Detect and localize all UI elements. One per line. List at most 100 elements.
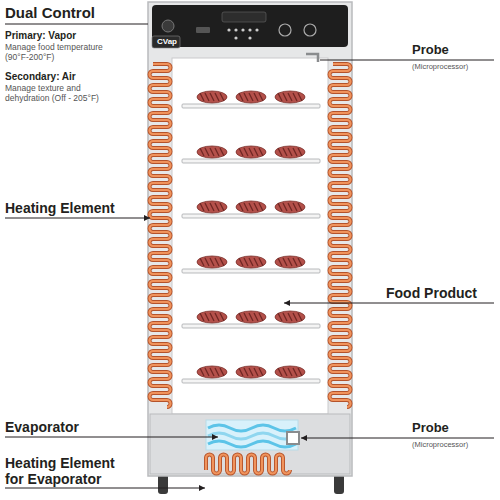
leader-line	[5, 488, 205, 489]
grill-mark	[239, 93, 243, 101]
part-name: Probe	[412, 43, 492, 58]
grill-mark	[205, 258, 209, 266]
leader-line	[301, 438, 494, 439]
grill-mark	[210, 148, 214, 156]
grill-mark	[288, 148, 292, 156]
panel-display	[222, 12, 266, 22]
grill-mark	[278, 93, 282, 101]
grill-mark	[298, 148, 302, 156]
heating-coil	[206, 455, 290, 474]
grill-mark	[239, 368, 243, 376]
steak	[197, 311, 227, 323]
grill-mark	[278, 313, 282, 321]
grill-mark	[298, 313, 302, 321]
leader-arrow	[212, 434, 218, 440]
leader-line	[5, 24, 148, 25]
grill-mark	[249, 203, 253, 211]
grill-mark	[254, 368, 258, 376]
grill-mark	[220, 93, 224, 101]
grill-mark	[259, 313, 263, 321]
grill-mark	[220, 203, 224, 211]
bottom-compartment	[150, 414, 350, 474]
grill-mark	[205, 93, 209, 101]
grill-mark	[244, 203, 248, 211]
grill-mark	[298, 203, 302, 211]
grill-mark	[259, 93, 263, 101]
grill-mark	[200, 148, 204, 156]
steak	[236, 366, 266, 378]
part-name: Evaporator	[5, 419, 145, 435]
shelf	[182, 104, 320, 108]
grill-mark	[259, 258, 263, 266]
grill-mark	[244, 313, 248, 321]
generated-strokes	[150, 64, 351, 474]
grill-mark	[298, 368, 302, 376]
shelf	[182, 214, 320, 218]
grill-mark	[293, 93, 297, 101]
callout-subheading: Secondary: Air	[5, 71, 145, 83]
grill-mark	[288, 93, 292, 101]
callout-note: Manage food temperature (90°F-200°F)	[5, 43, 127, 63]
grill-mark	[293, 258, 297, 266]
leader-arrow	[144, 215, 150, 221]
heating-coil	[330, 64, 351, 407]
grill-mark	[210, 368, 214, 376]
shelf	[182, 324, 320, 328]
grill-mark	[278, 368, 282, 376]
leader-line	[320, 60, 494, 61]
steak	[275, 311, 305, 323]
grill-mark	[220, 368, 224, 376]
grill-mark	[259, 368, 263, 376]
steak	[275, 366, 305, 378]
grill-mark	[239, 148, 243, 156]
steak	[197, 201, 227, 213]
grill-mark	[293, 368, 297, 376]
cabinet-body	[148, 2, 352, 476]
part-note: (Microprocessor)	[412, 441, 497, 450]
part-name: Probe	[412, 421, 492, 436]
part-name: Heating Element for Evaporator	[5, 455, 137, 487]
brand-name: CVap	[154, 37, 180, 47]
leader-line	[284, 303, 494, 304]
leader-arrow	[301, 435, 307, 441]
panel-dial	[304, 24, 316, 36]
grill-mark	[278, 203, 282, 211]
steak	[275, 91, 305, 103]
grill-mark	[205, 368, 209, 376]
leader-arrow	[284, 300, 290, 306]
probe-sensor	[306, 54, 318, 62]
grill-mark	[293, 148, 297, 156]
water-wave	[208, 433, 296, 439]
evaporator-tank	[206, 420, 298, 450]
grill-mark	[215, 203, 219, 211]
grill-mark	[205, 148, 209, 156]
panel-knob	[162, 20, 174, 32]
grill-mark	[215, 148, 219, 156]
steak	[275, 201, 305, 213]
grill-mark	[254, 203, 258, 211]
steak	[236, 201, 266, 213]
cabinet-leg	[158, 474, 168, 494]
water-wave	[208, 425, 296, 431]
leader-arrow	[199, 485, 205, 491]
heating-coil	[150, 64, 171, 407]
steak	[197, 91, 227, 103]
grill-mark	[288, 258, 292, 266]
shelf	[182, 159, 320, 163]
grill-mark	[278, 258, 282, 266]
steak	[236, 256, 266, 268]
steak	[197, 256, 227, 268]
grill-mark	[283, 258, 287, 266]
grill-mark	[220, 148, 224, 156]
grill-mark	[293, 203, 297, 211]
grill-mark	[210, 313, 214, 321]
grill-mark	[205, 203, 209, 211]
grill-mark	[239, 203, 243, 211]
grill-mark	[200, 368, 204, 376]
grill-mark	[249, 258, 253, 266]
steak	[236, 91, 266, 103]
grill-mark	[249, 313, 253, 321]
grill-mark	[239, 258, 243, 266]
grill-mark	[239, 313, 243, 321]
grill-mark	[244, 368, 248, 376]
